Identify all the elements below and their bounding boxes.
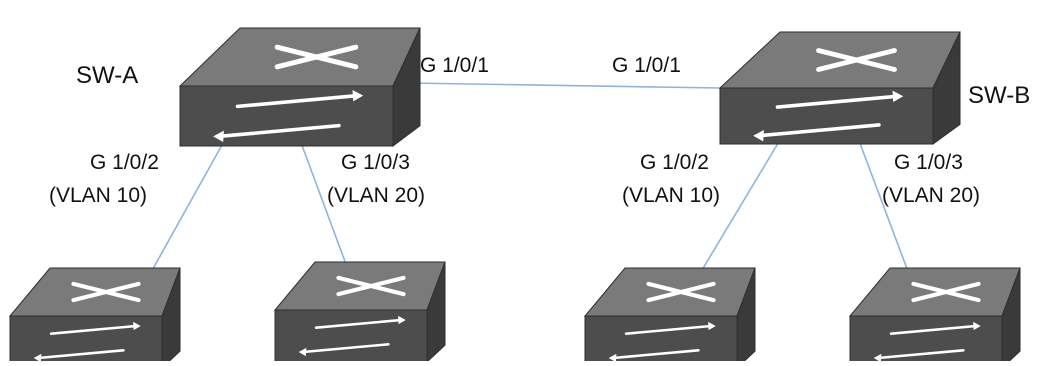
- access-switch-4-icon: [848, 267, 1021, 366]
- b-left-port-label: G 1/0/2: [640, 151, 709, 174]
- access-switch-2-icon-front-arrowhead-right: [398, 315, 406, 325]
- access-switch-1-icon-top: [8, 267, 181, 317]
- access-switch-3-icon-front-arrow-right: [624, 324, 713, 335]
- sw-a-switch-icon-front-arrowhead-right: [352, 89, 364, 102]
- access-switch-1-icon-front-arrowhead-left: [33, 353, 42, 363]
- access-switch-4-icon-side: [1001, 267, 1021, 366]
- access-switch-2-icon-top-arrow: [336, 275, 406, 297]
- b-right-link: [857, 137, 916, 291]
- sw-a-switch-icon-top: [178, 27, 421, 87]
- access-switch-4-icon-top: [848, 267, 1021, 317]
- sw-b-switch-icon: [718, 31, 961, 145]
- access-switch-1-icon-side: [161, 267, 181, 366]
- access-switch-3-icon-top-arrow: [646, 281, 716, 303]
- access-switch-2-icon-front: [274, 309, 428, 363]
- sw-b-switch-icon-front-arrowhead-right: [892, 90, 904, 103]
- access-switch-4-icon-top-arrow: [911, 281, 981, 303]
- sw-b-switch-icon-front-arrow-right: [775, 94, 899, 109]
- access-switch-3-icon-front-arrowhead-right: [708, 321, 716, 331]
- a-right-link: [299, 139, 351, 276]
- sw-a-label: SW-A: [76, 62, 139, 89]
- trunk-link: [407, 82, 721, 89]
- trunk-port-a-label: G 1/0/1: [420, 54, 489, 77]
- access-switch-3-icon: [583, 267, 756, 366]
- b-right-port-label: G 1/0/3: [894, 151, 963, 174]
- access-switch-3-icon-front-arrow-left: [611, 349, 700, 360]
- access-switch-2-icon: [273, 261, 446, 364]
- access-switch-1-icon-front-arrowhead-right: [133, 321, 141, 331]
- sw-a-switch-icon-front-arrowhead-left: [213, 130, 224, 143]
- sw-a-switch-icon-front-arrow-right: [235, 93, 359, 109]
- devices-layer: [8, 27, 1021, 366]
- trunk-port-b-label: G 1/0/1: [612, 54, 681, 77]
- access-switch-2-icon-front-arrowhead-left: [298, 347, 307, 357]
- access-switch-4-icon-front-arrow-right: [889, 324, 978, 335]
- a-left-vlan-label: (VLAN 10): [49, 184, 148, 207]
- sw-b-switch-icon-top: [718, 31, 961, 89]
- sw-a-switch-icon-top-arrow: [274, 44, 359, 70]
- access-switch-4-icon-front-arrowhead-left: [873, 353, 882, 363]
- b-right-vlan-label: (VLAN 20): [882, 184, 981, 207]
- access-switch-1-icon-front-arrow-right: [49, 324, 138, 335]
- sw-a-switch-icon: [178, 27, 421, 148]
- access-switch-4-icon-front-arrowhead-right: [973, 321, 981, 331]
- access-switch-3-icon-top: [583, 267, 756, 317]
- a-left-port-label: G 1/0/2: [90, 151, 159, 174]
- sw-b-switch-icon-front-arrowhead-left: [753, 129, 764, 142]
- access-switch-2-icon-front-arrow-right: [314, 318, 403, 329]
- access-switch-3-icon-front-arrowhead-left: [608, 353, 617, 363]
- access-switch-1-icon-front-arrow-left: [36, 349, 125, 360]
- links-layer: [139, 82, 916, 293]
- sw-b-switch-icon-top-arrow: [816, 48, 897, 72]
- access-switch-2-icon-top: [273, 261, 446, 311]
- sw-b-label: SW-B: [968, 82, 1031, 109]
- b-left-link: [689, 139, 781, 291]
- sw-a-switch-icon-front-arrow-left: [217, 123, 341, 139]
- access-switch-1-icon: [8, 267, 181, 366]
- b-left-vlan-label: (VLAN 10): [622, 184, 721, 207]
- a-right-vlan-label: (VLAN 20): [327, 184, 426, 207]
- sw-b-switch-icon-front-arrow-left: [757, 123, 881, 138]
- access-switch-1-icon-top-arrow: [71, 281, 141, 303]
- a-right-port-label: G 1/0/3: [341, 151, 410, 174]
- access-switch-4-icon-front-arrow-left: [876, 349, 965, 360]
- access-switch-2-icon-front-arrow-left: [301, 343, 390, 354]
- access-switch-3-icon-side: [736, 267, 756, 366]
